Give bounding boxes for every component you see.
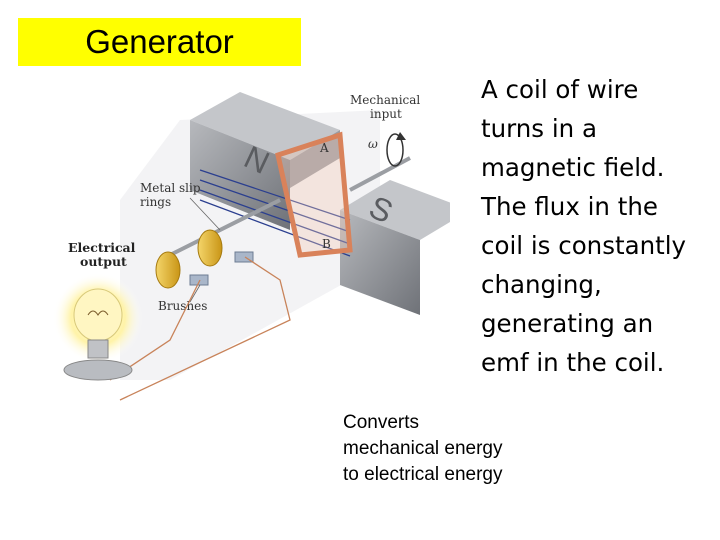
description-line: A coil of wire	[481, 75, 639, 104]
mechanical-input-line2: input	[370, 107, 402, 121]
description-text: A coil of wire turns in a magnetic field…	[481, 70, 711, 382]
mechanical-input-label: Mechanical input	[350, 93, 420, 121]
note-line: Converts	[343, 412, 420, 433]
description-line: magnetic field.	[481, 153, 665, 182]
rotating-coil: A B	[275, 131, 411, 258]
description-line: turns in a	[481, 114, 597, 143]
magnetic-field-lines	[199, 169, 351, 257]
mechanical-input-line1: Mechanical	[350, 93, 420, 107]
shaft	[169, 198, 281, 257]
note-line: to electrical energy	[343, 464, 503, 485]
description-line: The flux in the	[481, 192, 658, 221]
description-line: changing,	[481, 270, 602, 299]
slip-rings-line1: Metal slip	[140, 181, 201, 195]
description-line: coil is constantly	[481, 231, 687, 260]
point-a-label: A	[319, 141, 329, 155]
omega-label: ω	[368, 137, 378, 151]
slide-title: Generator	[85, 23, 234, 60]
note-line: mechanical energy	[343, 438, 503, 459]
electrical-output-label: Electrical output	[68, 240, 136, 269]
brushes-label: Brushes	[158, 284, 207, 313]
brushes	[189, 251, 254, 286]
conversion-note: Converts mechanical energy to electrical…	[343, 410, 502, 488]
point-b-label: B	[322, 237, 331, 251]
slip-rings-line2: rings	[140, 195, 171, 209]
magnet-south: S	[340, 180, 450, 315]
slip-rings-label: Metal slip rings	[140, 181, 221, 231]
description-line: generating an	[481, 309, 654, 338]
brushes-text: Brushes	[158, 299, 207, 313]
rotation-arrow: ω	[368, 132, 406, 167]
title-banner: Generator	[18, 18, 301, 66]
description-line: emf in the coil.	[481, 348, 665, 377]
slip-rings	[155, 229, 223, 289]
generator-diagram: N S A B ω Mechanical input	[53, 92, 450, 401]
electrical-output-line2: output	[80, 254, 127, 269]
electrical-output-line1: Electrical	[68, 240, 136, 255]
light-bulb	[53, 273, 143, 381]
